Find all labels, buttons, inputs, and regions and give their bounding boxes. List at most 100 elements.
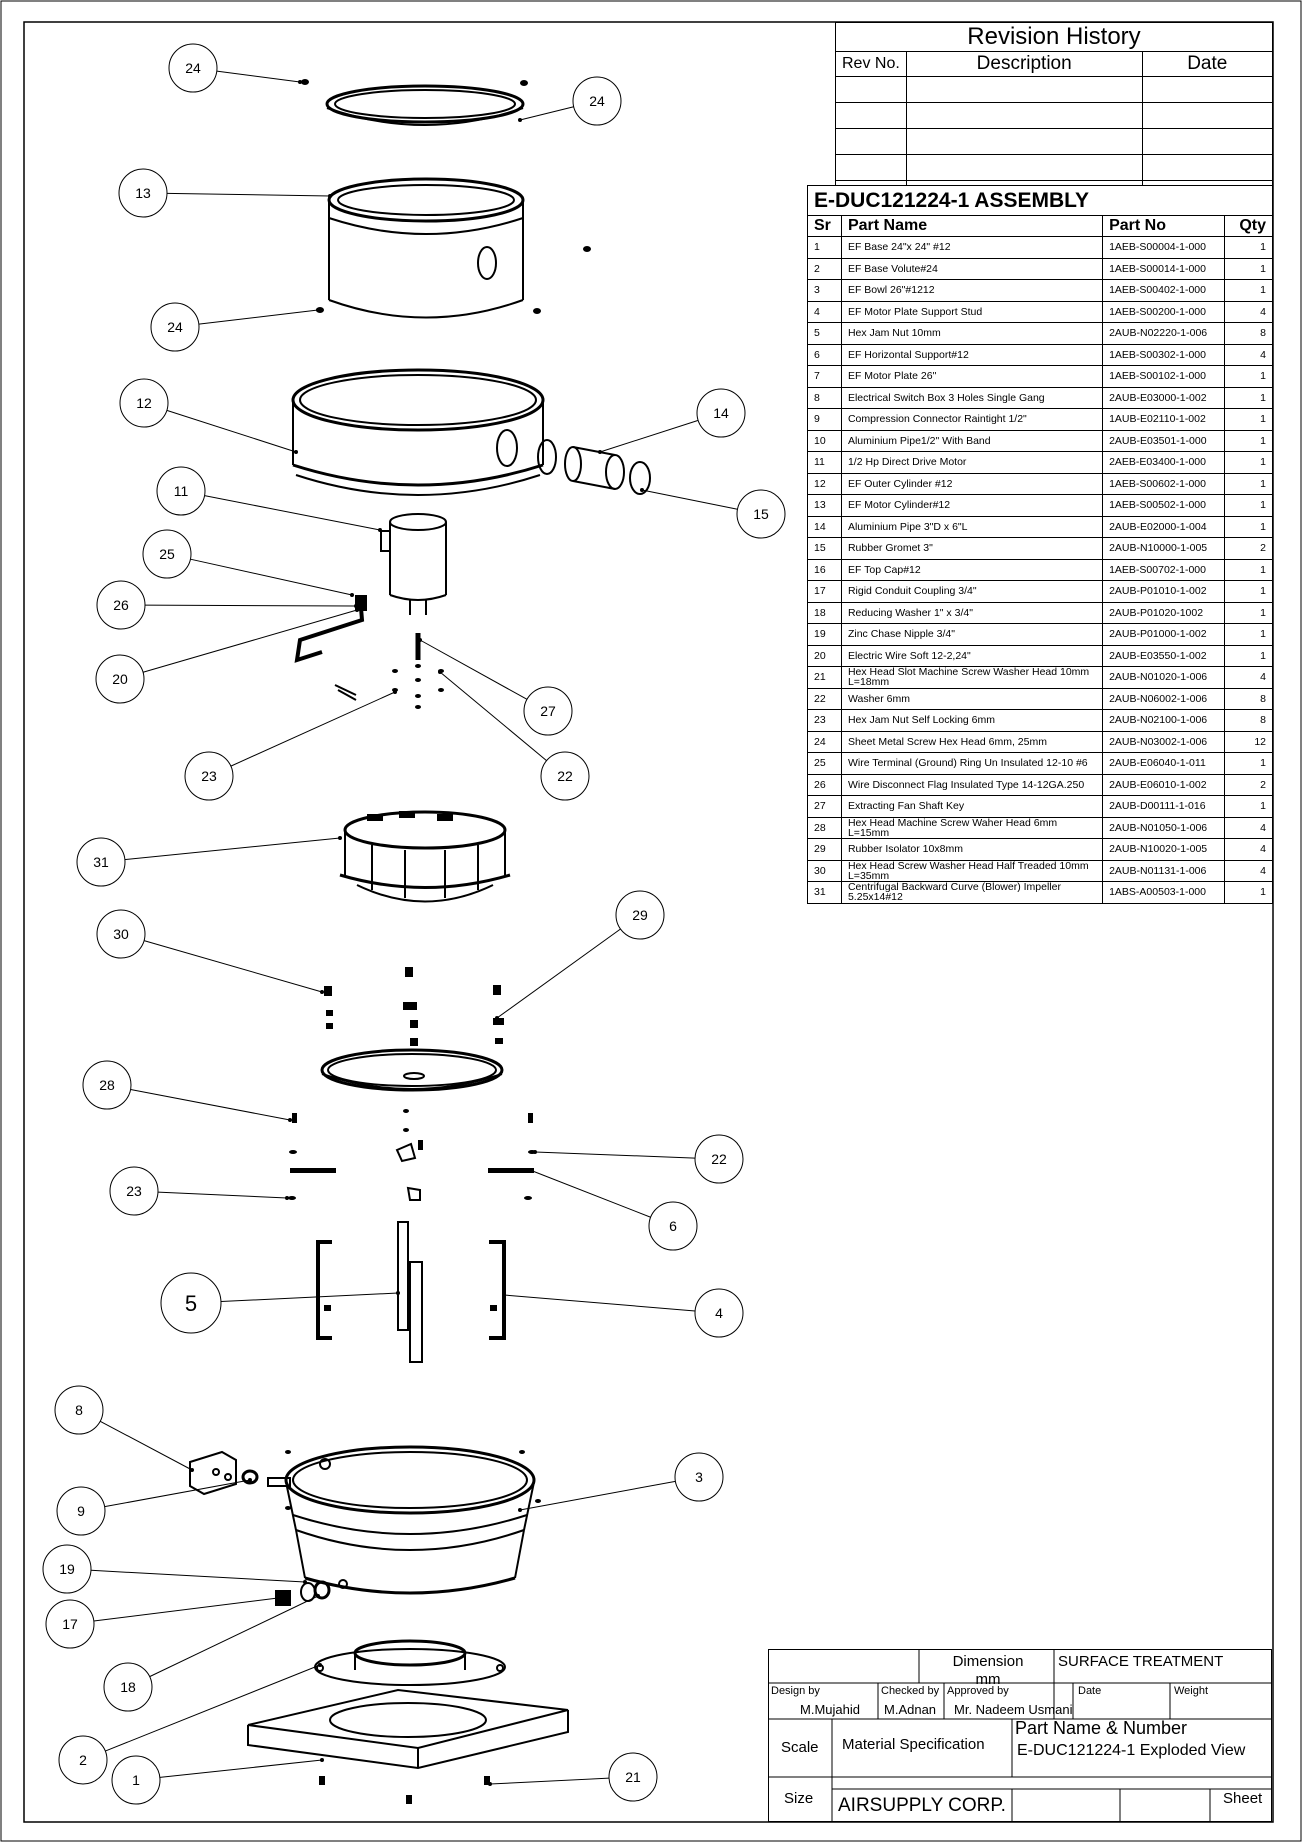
balloon-circle [119, 378, 169, 428]
bom-part-name: EF Motor Cylinder#12 [840, 494, 1104, 517]
balloon-label: 5 [185, 1291, 197, 1316]
balloon-label: 6 [669, 1218, 677, 1234]
bom-qty: 2 [1224, 773, 1273, 796]
balloon-label: 2 [79, 1752, 87, 1768]
bom-part-no: 2AUB-N03002-1-006 [1102, 730, 1226, 753]
balloon-circle [111, 1755, 161, 1805]
bom-part-no: 2AUB-E06010-1-002 [1102, 773, 1226, 796]
electric-wire-part [294, 595, 365, 663]
leader-arrow [298, 80, 302, 84]
balloon-label: 11 [174, 483, 189, 499]
motor-part [380, 513, 447, 615]
leader-arrow [598, 450, 602, 454]
bom-part-name: Hex Jam Nut Self Locking 6mm [840, 709, 1104, 732]
leader-line [439, 671, 547, 762]
leader-arrow [438, 670, 442, 674]
leader-arrow [320, 1758, 324, 1762]
bom-part-name: EF Motor Plate Support Stud [840, 300, 1104, 323]
leader-arrow [488, 1782, 492, 1786]
bom-sr: 4 [807, 300, 842, 323]
bom-part-name: EF Outer Cylinder #12 [840, 472, 1104, 495]
support-stud-part-3 [397, 1221, 409, 1331]
balloon-circle [160, 1272, 222, 1334]
leader-line [641, 489, 738, 510]
motor-hardware [392, 664, 444, 709]
conduit-coupling-part [275, 1590, 291, 1606]
bom-sr: 17 [807, 580, 842, 603]
leader-line [93, 1597, 279, 1622]
leader-arrow [285, 1196, 289, 1200]
bom-part-no: 2AUB-N01131-1-006 [1102, 859, 1226, 882]
balloon-circle [184, 751, 234, 801]
rubber-grommet-part [537, 439, 557, 475]
leader-line [159, 1759, 323, 1778]
leader-arrow [294, 450, 298, 454]
checked-by-value: M.Adnan [884, 1702, 937, 1717]
bom-sr: 29 [807, 838, 842, 861]
balloon-circle [674, 1452, 724, 1502]
bom-sr: 9 [807, 408, 842, 431]
balloon-label: 22 [711, 1151, 727, 1167]
rev-no-header: Rev No. [835, 51, 907, 77]
bom-sr: 30 [807, 859, 842, 882]
leader-arrow [533, 1150, 537, 1154]
bom-part-name: EF Base Volute#24 [840, 257, 1104, 280]
bom-qty: 8 [1224, 709, 1273, 732]
wire-end-part [334, 684, 357, 701]
leader-line [519, 106, 574, 121]
leader-line [99, 1420, 193, 1471]
rubber-grommet-part-2 [629, 461, 651, 495]
bom-part-no: 2AUB-N10000-1-005 [1102, 537, 1226, 560]
bom-part-no: 1AEB-S00102-1-000 [1102, 365, 1226, 388]
revision-history-table: Revision History Rev No. Description Dat… [835, 22, 1274, 207]
base-screws [319, 1776, 490, 1804]
bom-part-no: 2AUB-P01020-1002 [1102, 601, 1226, 624]
leader-line [534, 1151, 696, 1159]
leader-arrow [518, 1508, 522, 1512]
support-stud-part-4 [409, 1261, 423, 1363]
balloon-label: 23 [126, 1183, 142, 1199]
chase-nipple-part [338, 1579, 348, 1589]
bom-part-no: 2AUB-E03550-1-002 [1102, 644, 1226, 667]
leader-line [503, 1294, 696, 1312]
balloon-circle [608, 1752, 658, 1802]
bom-part-no: 2AUB-N02220-1-006 [1102, 322, 1226, 345]
bom-part-no: 1AEB-S00602-1-000 [1102, 472, 1226, 495]
bom-part-no: 2AUB-E02000-1-004 [1102, 515, 1226, 538]
leader-arrow [350, 593, 354, 597]
bom-sr: 15 [807, 537, 842, 560]
bom-part-name: Washer 6mm [840, 687, 1104, 710]
bom-part-no: 2AUB-N06002-1-006 [1102, 687, 1226, 710]
balloon-label: 20 [112, 671, 128, 687]
leader-line [90, 1569, 306, 1583]
bom-part-no: 2AUB-P01000-1-002 [1102, 623, 1226, 646]
bom-part-name: Rubber Gromet 3" [840, 537, 1104, 560]
balloon-circle [118, 168, 168, 218]
bom-part-no: 1AEB-S00402-1-000 [1102, 279, 1226, 302]
part-name-value: E-DUC121224-1 Exploded View [1017, 1742, 1246, 1759]
bom-qty: 8 [1224, 687, 1273, 710]
part-name-number-label: Part Name & Number [1015, 1718, 1188, 1738]
bom-part-name: Electrical Switch Box 3 Holes Single Gan… [840, 386, 1104, 409]
bom-part-name: Hex Head Machine Screw Waher Head 6mm L=… [840, 816, 1104, 839]
bom-sr: 6 [807, 343, 842, 366]
balloon-circle [696, 388, 746, 438]
revision-row [835, 128, 1274, 155]
company-name: AIRSUPPLY CORP. [838, 1795, 1006, 1816]
leader-arrow [396, 1291, 400, 1295]
balloon-circle [76, 837, 126, 887]
